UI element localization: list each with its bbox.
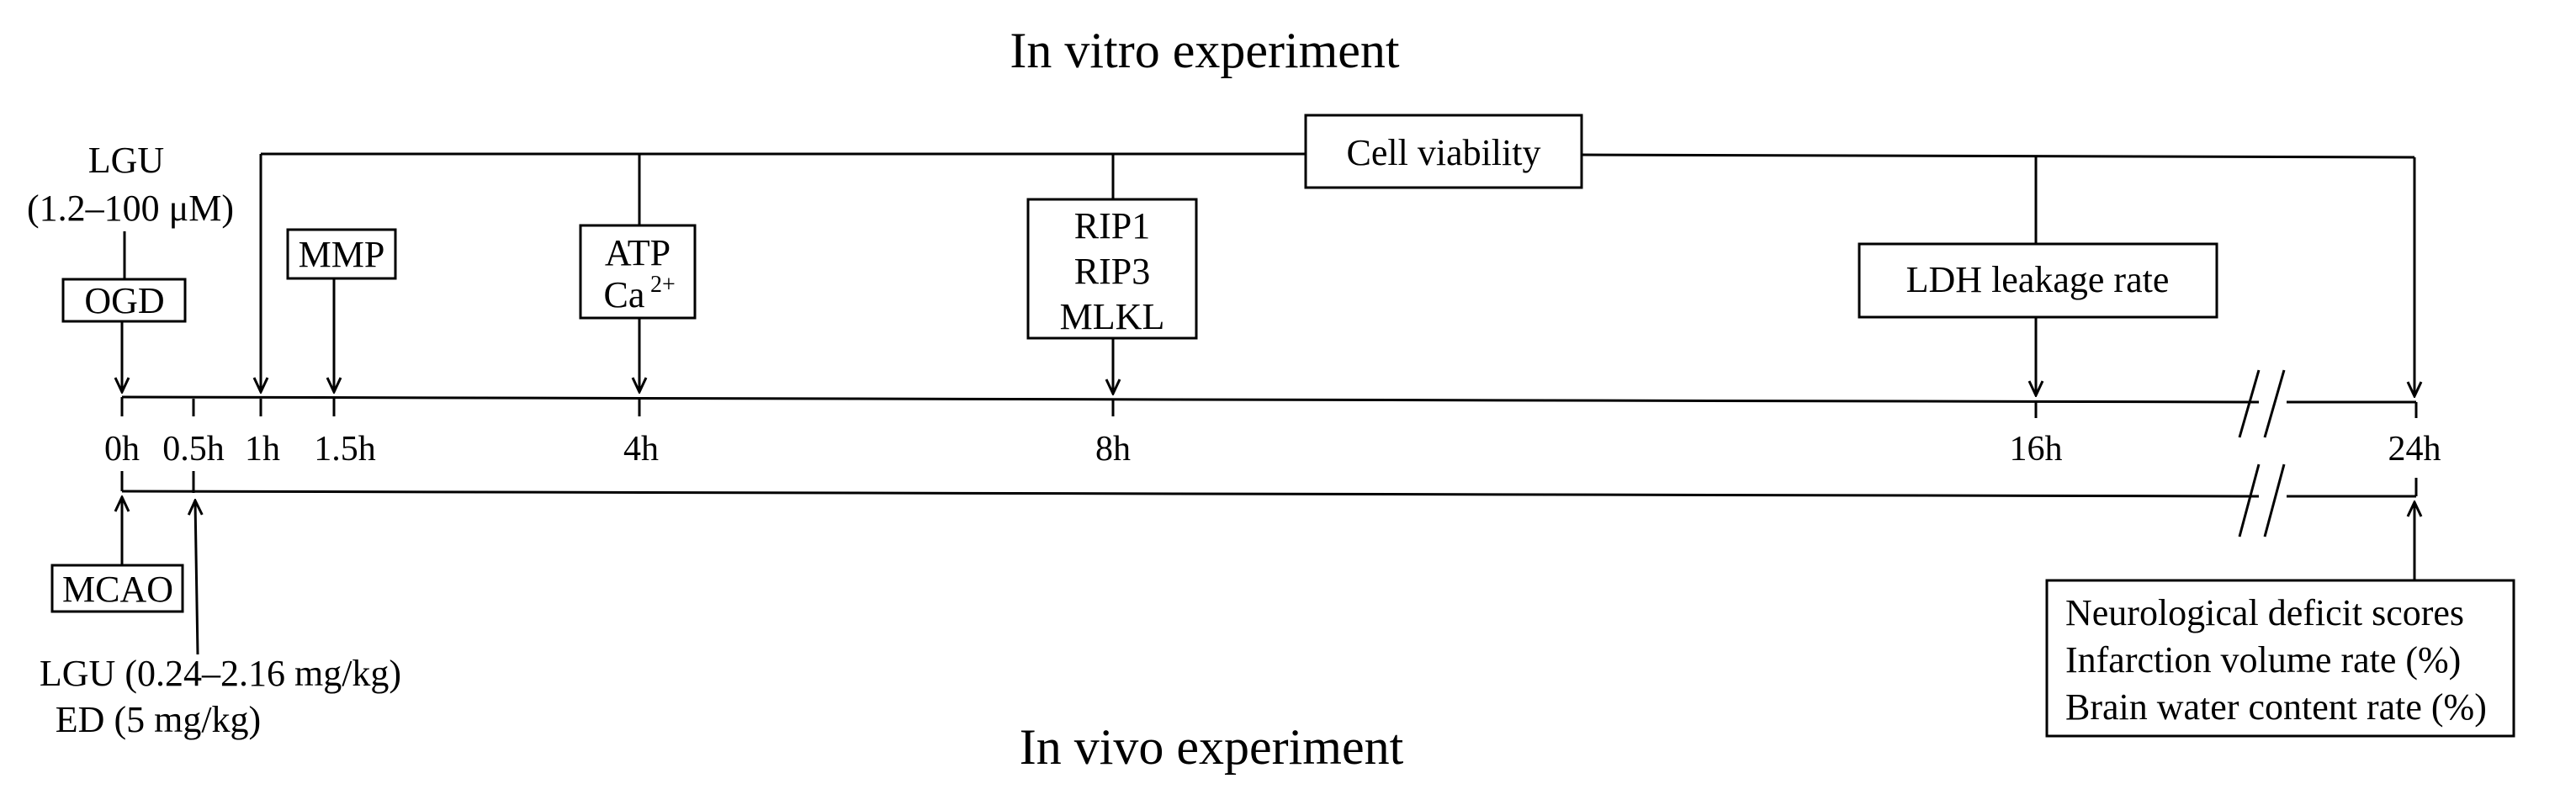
in-vitro-lgu-dose: (1.2–100 μM) [27,188,234,229]
tick-label-1h: 1h [245,430,280,469]
in-vivo-lgu-dose: LGU (0.24–2.16 mg/kg) [40,653,401,694]
rip1-label: RIP1 [1074,205,1150,246]
ca-superscript: 2+ [650,272,676,298]
ldh-label: LDH leakage rate [1906,259,2170,300]
in-vitro-axis-line [121,395,2260,404]
mmp-box [286,228,397,280]
in-vitro-lgu-label: LGU [88,140,164,181]
mmp-label: MMP [299,234,385,275]
ldh-box [1858,242,2218,319]
axis-break-bottom [2238,463,2286,538]
tick-label-24h: 24h [2388,430,2441,469]
ogd-box [61,278,187,323]
outcomes-box [2045,579,2515,738]
outcome-brain-water-content: Brain water content rate (%) [2065,686,2487,728]
rip3-label: RIP3 [1074,251,1150,292]
tick-label-16h: 16h [2010,430,2063,469]
ogd-label: OGD [84,280,164,321]
in-vivo-ed-dose: ED (5 mg/kg) [56,699,261,740]
tick-label-0-5h: 0.5h [162,430,225,469]
in-vivo-axis-line [121,490,2260,498]
atp-label: ATP [605,232,671,273]
tick-marks [120,397,2418,496]
in-vitro-title: In vitro experiment [1010,23,1400,78]
in-vivo-title: In vivo experiment [1020,719,1404,775]
cell-viability-bracket-right [1581,153,2415,159]
lgu-ed-arrow [195,501,198,655]
tick-label-4h: 4h [623,430,659,469]
mcao-box [50,564,184,613]
mlkl-label: MLKL [1060,296,1165,337]
outcome-infarction-volume: Infarction volume rate (%) [2065,639,2461,681]
cell-viability-label: Cell viability [1347,132,1541,173]
atp-ca-box [579,224,697,320]
mcao-label: MCAO [62,569,173,610]
tick-label-1-5h: 1.5h [314,430,376,469]
tick-label-8h: 8h [1095,430,1131,469]
cell-viability-box [1304,114,1583,189]
outcome-neurological-deficit: Neurological deficit scores [2065,592,2464,633]
axis-break-top [2238,369,2286,438]
rip-mlkl-box [1026,198,1198,340]
tick-label-0h: 0h [104,430,140,469]
ca-label: Ca [604,274,645,315]
